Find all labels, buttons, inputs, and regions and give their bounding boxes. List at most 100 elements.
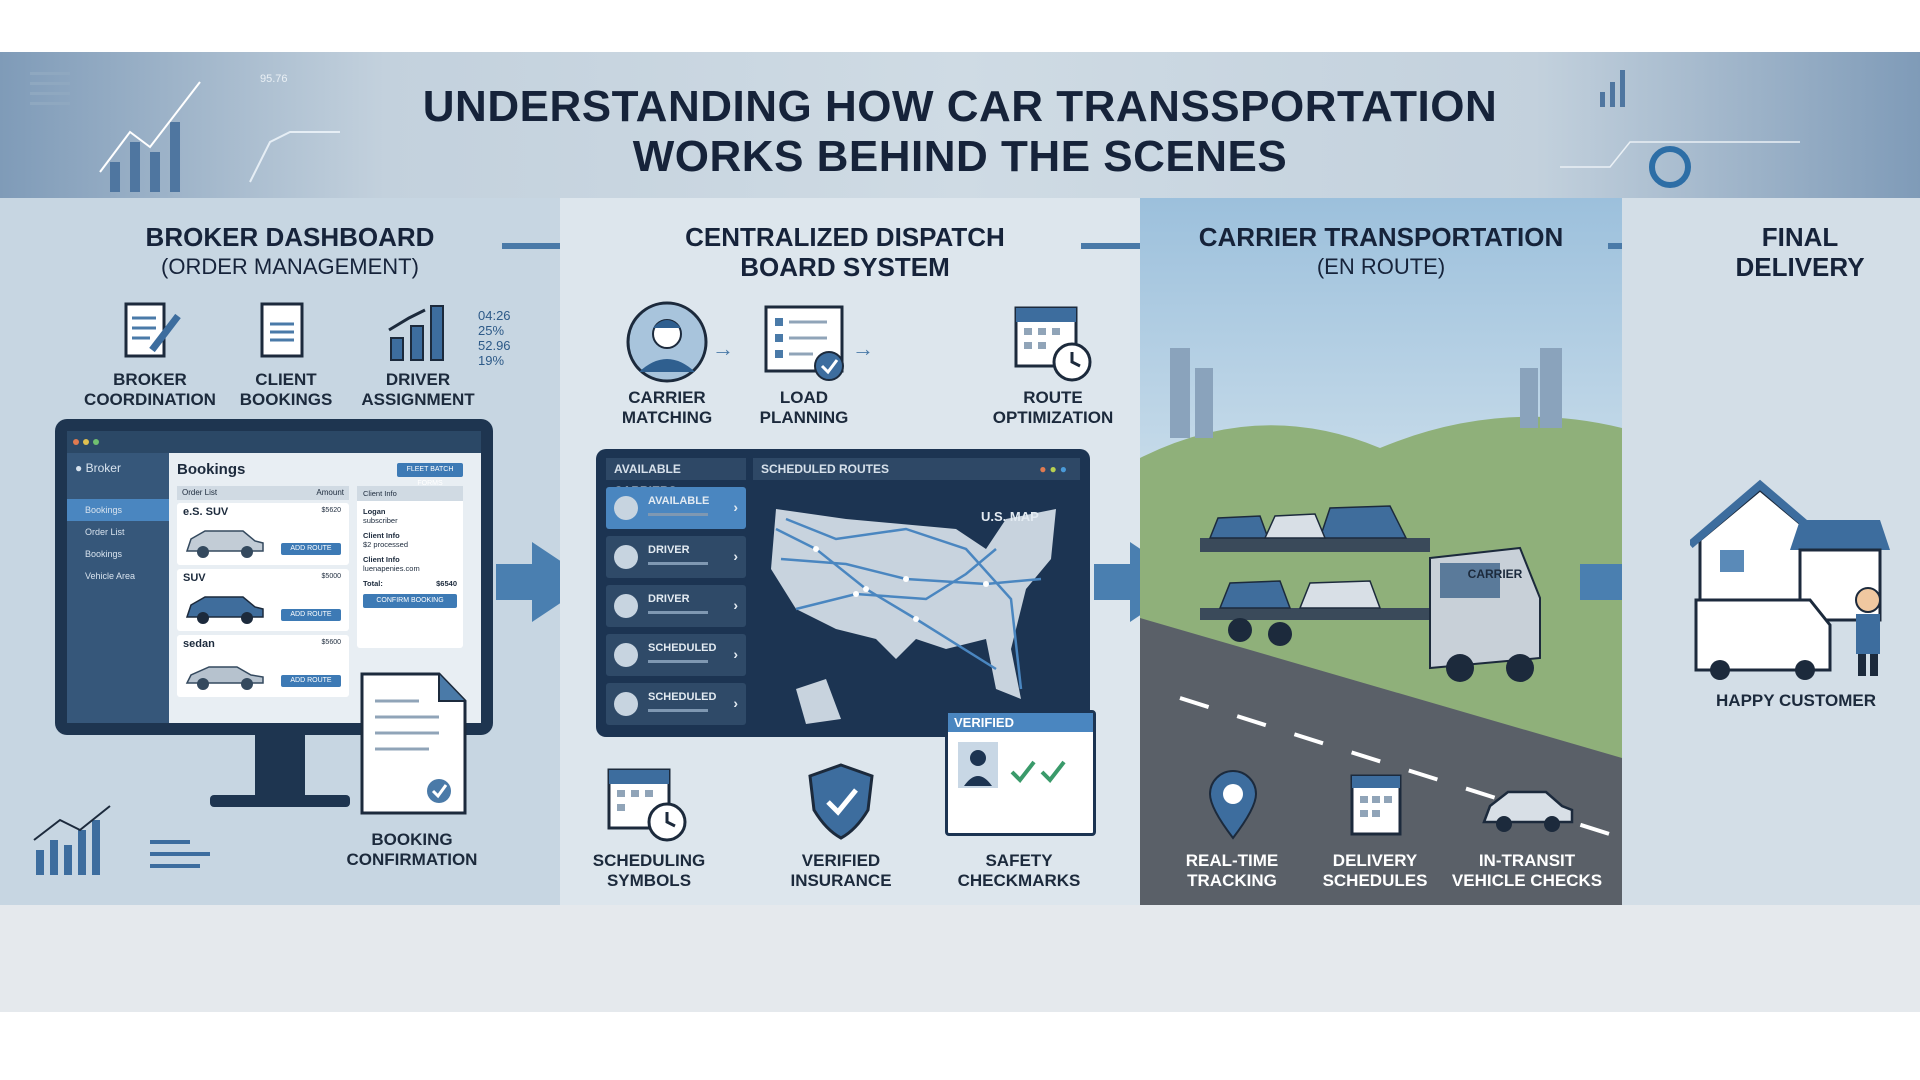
label-line: REAL-TIME — [1185, 851, 1279, 870]
route-calendar-clock-icon — [1014, 306, 1092, 382]
carrier-title: CARRIER TRANSPORTATION — [1198, 222, 1564, 252]
title-line-2: WORKS BEHIND THE SCENES — [632, 132, 1288, 181]
label-line: DRIVER — [385, 370, 451, 389]
footer-band — [0, 905, 1920, 1012]
label-line: CLIENT — [255, 370, 317, 389]
carrier-status: DRIVER — [648, 544, 690, 556]
label-line: BOOKINGS — [239, 390, 333, 409]
arrow-right-icon: → — [712, 336, 734, 361]
order-amount: $5620 — [321, 507, 341, 514]
chevron-right-icon: › — [733, 695, 738, 711]
user-name: Broker — [85, 461, 121, 475]
amount-label: Amount — [316, 488, 344, 497]
decorative-gauge-icon — [1560, 70, 1800, 188]
avatar — [614, 643, 638, 667]
label-line: COORDINATION — [84, 390, 216, 409]
carrier-subtitle: (EN ROUTE) — [1316, 254, 1446, 279]
highway-truck-scene: CARRIER — [1140, 348, 1622, 905]
load-planning-checklist-icon — [764, 305, 844, 381]
chevron-right-icon: › — [733, 548, 738, 564]
carrier-section-title: CARRIER TRANSPORTATION(EN ROUTE) — [1150, 222, 1612, 282]
client-info-value: $2 processed — [363, 540, 409, 549]
label-line: SAFETY — [985, 851, 1053, 870]
carrier-row[interactable]: DRIVER› — [606, 585, 746, 627]
chevron-right-icon: › — [733, 646, 738, 662]
dashboard-sidebar: ● Broker Bookings Order List Bookings Ve… — [67, 453, 169, 723]
chevron-right-icon: › — [733, 499, 738, 515]
order-name: e.S. SUV — [183, 506, 229, 518]
avatar — [614, 545, 638, 569]
carrier-driver-icon — [626, 301, 708, 383]
driver-checkmarks-icon — [958, 742, 1066, 788]
monitor-stand — [255, 735, 305, 795]
sidebar-item-vehicle-area[interactable]: Vehicle Area — [85, 571, 136, 581]
suv-car-icon — [185, 530, 264, 558]
document-icon — [260, 302, 304, 358]
client-info-header: Client Info — [357, 486, 463, 501]
page-title: UNDERSTANDING HOW CAR TRANSSPORTATION WO… — [0, 82, 1920, 182]
label-line: ASSIGNMENT — [361, 390, 475, 409]
order-amount: $5000 — [321, 573, 341, 580]
bar-chart-icon — [388, 305, 444, 361]
scheduled-routes-label: SCHEDULED ROUTES — [761, 462, 890, 476]
client-info-panel: Client Info Logan subscriber Client Info… — [357, 486, 463, 648]
label-line: INSURANCE — [790, 871, 892, 890]
total-label: Total: — [363, 579, 383, 588]
add-route-button[interactable]: ADD ROUTE — [281, 675, 341, 687]
carrier-status: DRIVER — [648, 593, 690, 605]
confirm-booking-button[interactable]: CONFIRM BOOKING — [363, 594, 457, 608]
stat: 52.96 — [478, 338, 511, 353]
label-line: VERIFIED — [801, 851, 881, 870]
broker-title: BROKER DASHBOARD — [145, 222, 435, 252]
label-line: BOOKING — [371, 830, 453, 849]
order-name: SUV — [183, 572, 206, 584]
us-route-map[interactable] — [756, 489, 1076, 729]
carrier-row[interactable]: AVAILABLE› — [606, 487, 746, 529]
label-line: MATCHING — [621, 408, 713, 427]
client-sub: subscriber — [363, 516, 398, 525]
window-titlebar — [67, 431, 481, 453]
broker-subtitle: (ORDER MANAGEMENT) — [161, 254, 419, 279]
add-route-button[interactable]: ADD ROUTE — [281, 609, 341, 621]
delivery-title-1: FINAL — [1761, 222, 1839, 252]
house-van-customer-icon — [1690, 479, 1890, 680]
label-line: CHECKMARKS — [957, 871, 1081, 890]
booking-confirmation-document-icon — [360, 672, 467, 815]
label-line: SYMBOLS — [606, 871, 692, 890]
carrier-status: SCHEDULED — [648, 642, 717, 654]
total-value: $6540 — [436, 579, 457, 588]
label-line: ROUTE — [1023, 388, 1083, 407]
total-row: Total: $6540 — [363, 579, 457, 588]
label-line: SCHEDULES — [1322, 871, 1428, 890]
label-line: CONFIRMATION — [346, 850, 478, 869]
fleet-forms-button[interactable]: FLEET BATCH FORMS — [397, 463, 463, 487]
label-line: OPTIMIZATION — [992, 408, 1114, 427]
sidebar-item-bookings-2[interactable]: Bookings — [85, 549, 123, 559]
carrier-row[interactable]: SCHEDULED › — [606, 634, 746, 676]
sidebar-item-order-list[interactable]: Order List — [85, 527, 125, 537]
suv-car-icon — [185, 596, 264, 624]
tab-scheduled-routes[interactable]: SCHEDULED ROUTES●●● — [753, 458, 1080, 480]
carrier-row[interactable]: DRIVER › — [606, 536, 746, 578]
order-amount: $5600 — [321, 639, 341, 646]
order-name: sedan — [183, 638, 215, 650]
label-line: TRACKING — [1187, 871, 1277, 890]
verified-card: VERIFIED — [945, 710, 1096, 836]
tab-available-carriers[interactable]: AVAILABLE CARRIERS — [606, 458, 746, 498]
sidebar-item-bookings[interactable]: Bookings — [67, 499, 169, 521]
stat: 04:26 — [478, 308, 511, 323]
add-route-button[interactable]: ADD ROUTE — [281, 543, 341, 555]
verified-label: VERIFIED — [948, 713, 1093, 732]
carrier-row[interactable]: SCHEDULED› — [606, 683, 746, 725]
delivery-calendar-icon — [1350, 774, 1402, 836]
